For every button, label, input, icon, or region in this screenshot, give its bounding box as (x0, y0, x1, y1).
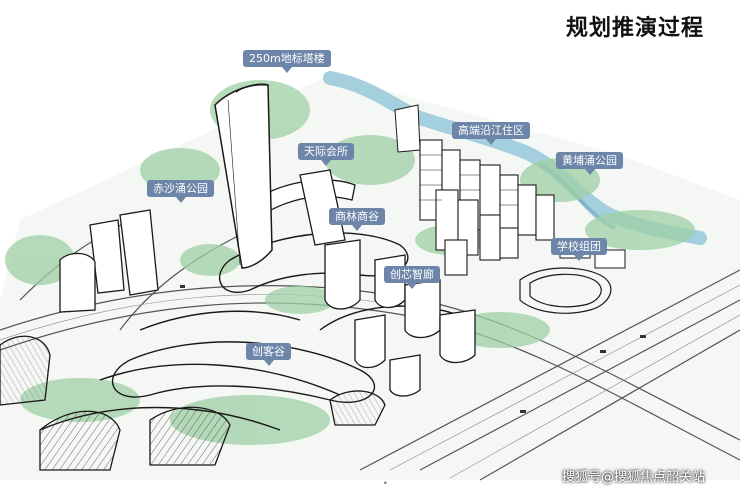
page-title: 规划推演过程 (566, 16, 705, 41)
label-huangpu-park: 黄埔涌公园 (556, 152, 623, 175)
label-commercial-valley: 商林商谷 (329, 208, 385, 231)
school-track (519, 267, 612, 314)
hatched-block (149, 406, 231, 466)
watermark: 搜狐号@搜狐焦点韶关站 (562, 470, 706, 485)
label-sky-hall: 天际会所 (298, 143, 354, 166)
landmark-tower-drawing (214, 83, 273, 269)
hatched-block (39, 410, 121, 471)
label-creative-corridor: 创芯智廊 (384, 266, 440, 289)
label-creative-valley: 创客谷 (246, 343, 291, 366)
page-marker: • (383, 479, 388, 488)
label-chisha-park: 赤沙涌公园 (147, 180, 214, 203)
label-school-cluster: 学校组团 (551, 238, 607, 261)
label-landmark-tower: 250m地标塔楼 (243, 50, 331, 73)
label-residential-area: 高端沿江住区 (452, 122, 530, 145)
